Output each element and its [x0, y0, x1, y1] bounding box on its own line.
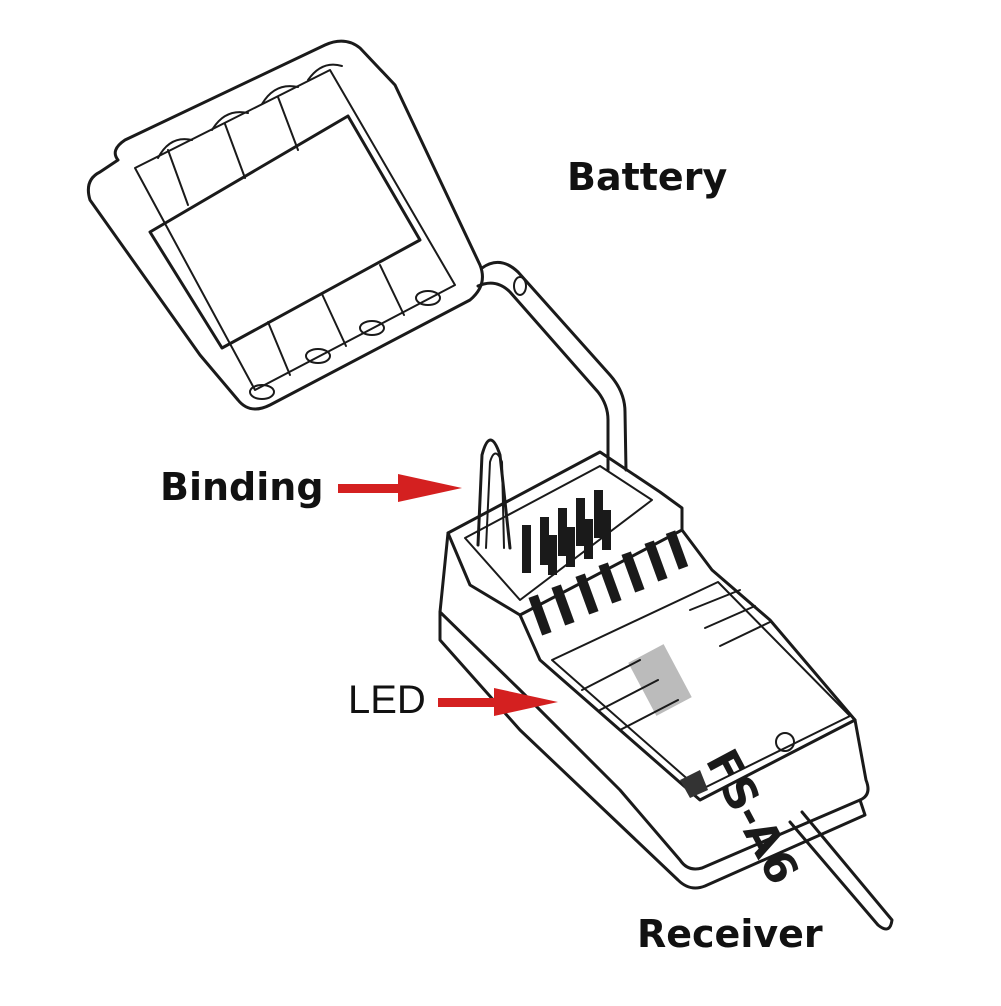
binding-arrow — [338, 474, 462, 502]
battery-label: Battery — [567, 155, 728, 199]
binding-label: Binding — [160, 465, 324, 509]
binding-plug — [476, 438, 512, 550]
battery-cable — [476, 260, 628, 472]
receiver-slots — [528, 530, 689, 636]
receiver-label-text: Receiver — [637, 912, 823, 956]
receiver-pins — [522, 490, 611, 575]
receiver-model-text: FS-A6 — [695, 741, 808, 893]
led-arrow — [438, 688, 558, 716]
led-label: LED — [348, 678, 426, 722]
receiver-antenna — [788, 810, 894, 931]
battery-pack — [86, 39, 484, 411]
receiver-unit: FS-A6 — [438, 438, 894, 931]
receiver-label: FS-A6 — [581, 589, 808, 893]
